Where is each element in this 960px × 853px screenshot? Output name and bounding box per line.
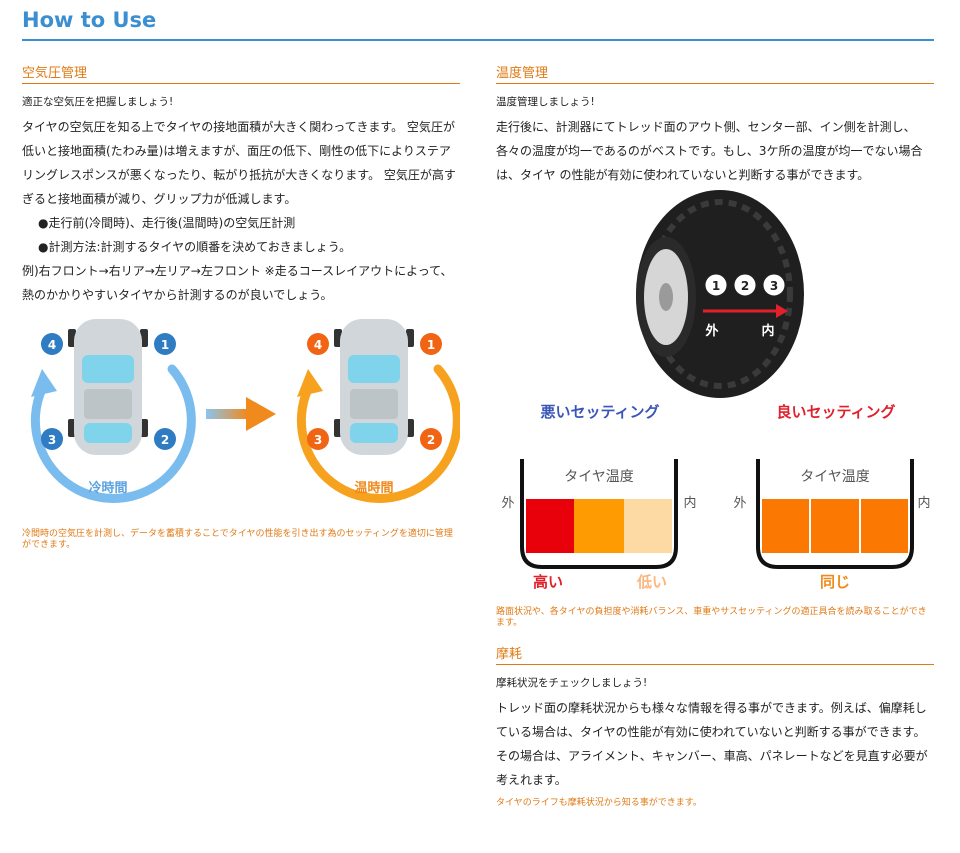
warm-arrow-head [297,369,323,397]
badge-cold-2: 2 [154,428,176,450]
tire-pos-2: 2 [733,273,757,297]
air-pressure-note: 冷間時の空気圧を計測し、データを蓄積することでタイヤの性能を引き出す為のセッティ… [22,529,453,550]
car-warm [334,319,414,455]
air-pressure-paragraph: タイヤの空気圧を知る上でタイヤの接地面積が大きく関わってきます。 空気圧が低いと… [22,120,456,206]
temperature-heading: 温度管理 [496,62,934,84]
warm-rotation-arrow [296,364,460,503]
temperature-section: 温度管理 温度管理しましょう! 走行後に、計測器にてトレッド面のアウト側、センタ… [496,62,934,809]
tire-pos-1: 1 [704,273,728,297]
svg-text:3: 3 [48,433,56,447]
good-gauge-frame [756,459,914,569]
svg-text:1: 1 [427,338,435,352]
svg-text:2: 2 [161,433,169,447]
badge-warm-1: 1 [420,333,442,355]
good-in-label: 内 [917,495,930,511]
transition-arrow [206,397,276,431]
good-out-label: 外 [733,496,746,511]
good-same-label: 同じ [820,573,850,591]
bad-gauge-frame [520,459,678,569]
cold-rotation-arrow [30,364,196,503]
badge-warm-3: 3 [307,428,329,450]
badge-warm-4: 4 [307,333,329,355]
good-setting-title: 良いセッティング [776,403,895,421]
bad-setting-title: 悪いセッティング [540,403,659,421]
bad-gauge-title: タイヤ温度 [564,469,634,485]
svg-text:1: 1 [712,279,720,293]
air-pressure-lead: 適正な空気圧を把握しましょう! [22,96,174,108]
badge-warm-2: 2 [420,428,442,450]
tire-arrow-head [776,304,788,318]
svg-text:1: 1 [161,338,169,352]
cold-label: 冷時間 [88,480,127,496]
rotation-diagram: 1 2 3 4 冷時間 1 2 3 4 温時間 [30,319,460,503]
wear-section: 摩耗 摩耗状況をチェックしましょう! トレッド面の摩耗状況からも様々な情報を得る… [496,643,934,809]
car-cold [68,319,148,455]
tire-illustration: 1 2 3 外 内 [636,190,804,398]
svg-text:4: 4 [48,338,56,352]
good-gauge-title: タイヤ温度 [800,469,870,485]
svg-text:2: 2 [741,279,749,293]
bad-high-label: 高い [533,573,563,591]
svg-text:2: 2 [427,433,435,447]
good-zone-mid [810,499,860,553]
wear-heading: 摩耗 [496,643,934,665]
svg-text:3: 3 [314,433,322,447]
badge-cold-3: 3 [41,428,63,450]
air-pressure-heading: 空気圧管理 [22,62,460,84]
warm-label: 温時間 [354,480,393,496]
air-pressure-example: 例)右フロント→右リア→左リア→左フロント ※走るコースレイアウトによって、熱の… [22,264,453,302]
bad-zone-low [624,499,672,553]
svg-text:4: 4 [314,338,322,352]
wear-lead: 摩耗状況をチェックしましょう! [496,677,648,689]
bad-zone-mid [574,499,624,553]
bad-low-label: 低い [636,573,667,591]
bullet-item: ●計測方法:計測するタイヤの順番を決めておきましょう。 [38,240,352,254]
temperature-paragraph: 走行後に、計測器にてトレッド面のアウト側、センター部、イン側を計測し、各々の温度… [496,120,923,182]
wear-paragraph: トレッド面の摩耗状況からも様々な情報を得る事ができます。例えば、偏摩耗している場… [496,701,928,787]
cold-arrow-head [31,369,57,397]
bad-in-label: 内 [683,495,696,511]
bad-out-label: 外 [501,496,514,511]
page-title: How to Use [22,8,157,32]
temperature-lead: 温度管理しましょう! [496,96,595,108]
good-zone-out [762,499,810,553]
bad-zone-high [526,499,574,553]
tire-out-label: 外 [704,323,718,339]
bullet-item: ●走行前(冷間時)、走行後(温間時)の空気圧計測 [38,216,296,230]
temperature-note: 路面状況や、各タイヤの負担度や消耗バランス、車重やサスセッティングの適正具合を読… [496,607,927,628]
temperature-gauges: 悪いセッティング 良いセッティング タイヤ温度 外 内 高い 低い タイヤ温度 … [501,403,930,591]
tire-pos-3: 3 [762,273,786,297]
good-zone-in [860,499,908,553]
wear-note: タイヤのライフも摩耗状況から知る事ができます。 [496,798,702,808]
badge-cold-1: 1 [154,333,176,355]
svg-text:3: 3 [770,279,778,293]
air-pressure-section: 空気圧管理 適正な空気圧を把握しましょう! タイヤの空気圧を知る上でタイヤの接地… [22,62,460,551]
title-divider [22,39,934,41]
tire-in-label: 内 [761,323,774,339]
badge-cold-4: 4 [41,333,63,355]
